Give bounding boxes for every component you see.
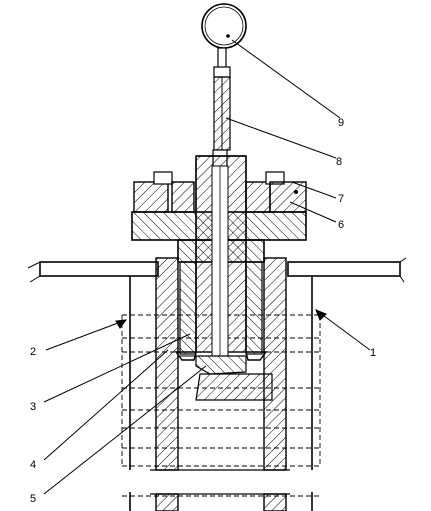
part-labels: 9 8 7 6 1 2 3 4 5 <box>30 117 376 505</box>
leader-lines <box>43 39 371 495</box>
bottom-plug <box>178 355 273 401</box>
inner-tubing <box>150 257 290 511</box>
pressure-gauge <box>201 3 247 78</box>
label-4: 4 <box>30 459 36 471</box>
outer-casing <box>129 276 313 511</box>
label-1: 1 <box>370 347 376 359</box>
label-9: 9 <box>338 117 344 129</box>
gauge-stem <box>212 76 231 169</box>
label-3: 3 <box>30 401 36 413</box>
ground-plate <box>27 257 407 283</box>
central-mandrel <box>174 155 268 361</box>
label-8: 8 <box>336 156 342 168</box>
label-7: 7 <box>338 193 344 205</box>
bolt-nuts <box>133 171 307 213</box>
label-6: 6 <box>338 219 344 231</box>
label-5: 5 <box>30 493 36 505</box>
label-2: 2 <box>30 346 36 358</box>
